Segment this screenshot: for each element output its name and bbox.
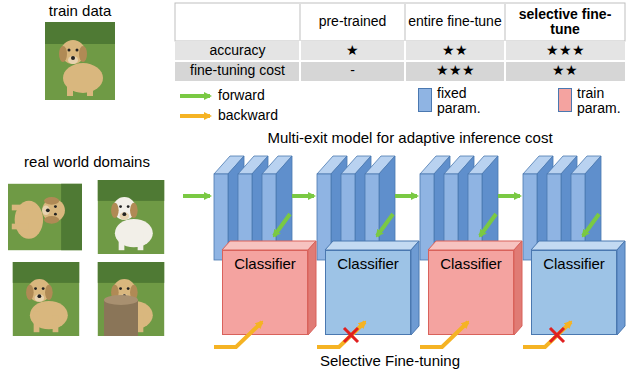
text-label: ★★★ (405, 61, 505, 81)
legend-text: backward (218, 108, 308, 123)
legend-text: fixed param. (437, 86, 489, 117)
text-label: Selective Fine-tuning (280, 352, 500, 371)
legend-text: forward (218, 88, 298, 103)
text-label: accuracy (175, 41, 300, 61)
classifier-box: Classifier (428, 250, 514, 335)
classifier-box: Classifier (531, 250, 617, 335)
classifier-label: Classifier (543, 255, 605, 272)
text-label: real world domains (2, 152, 172, 172)
text-label: fine-tuning cost (175, 61, 300, 81)
text-label: selective fine-tune (505, 3, 625, 41)
text-label: Multi-exit model for adaptive inference … (200, 128, 620, 148)
legend-swatch (418, 88, 432, 112)
text-label: entire fine-tune (405, 3, 505, 41)
classifier-label: Classifier (337, 255, 399, 272)
text-label: ★ (300, 41, 405, 61)
text-label: ★★ (405, 41, 505, 61)
text-label: train data (30, 2, 130, 20)
text-label: - (300, 61, 405, 81)
legend-text: train param. (577, 86, 627, 117)
text-label: ★★★ (505, 41, 625, 61)
classifier-box: Classifier (222, 250, 308, 335)
classifier-label: Classifier (440, 255, 502, 272)
classifier-label: Classifier (234, 255, 296, 272)
text-label: ★★ (505, 61, 625, 81)
text-label: pre-trained (300, 3, 405, 41)
legend-swatch (558, 88, 572, 112)
classifier-box: Classifier (325, 250, 411, 335)
